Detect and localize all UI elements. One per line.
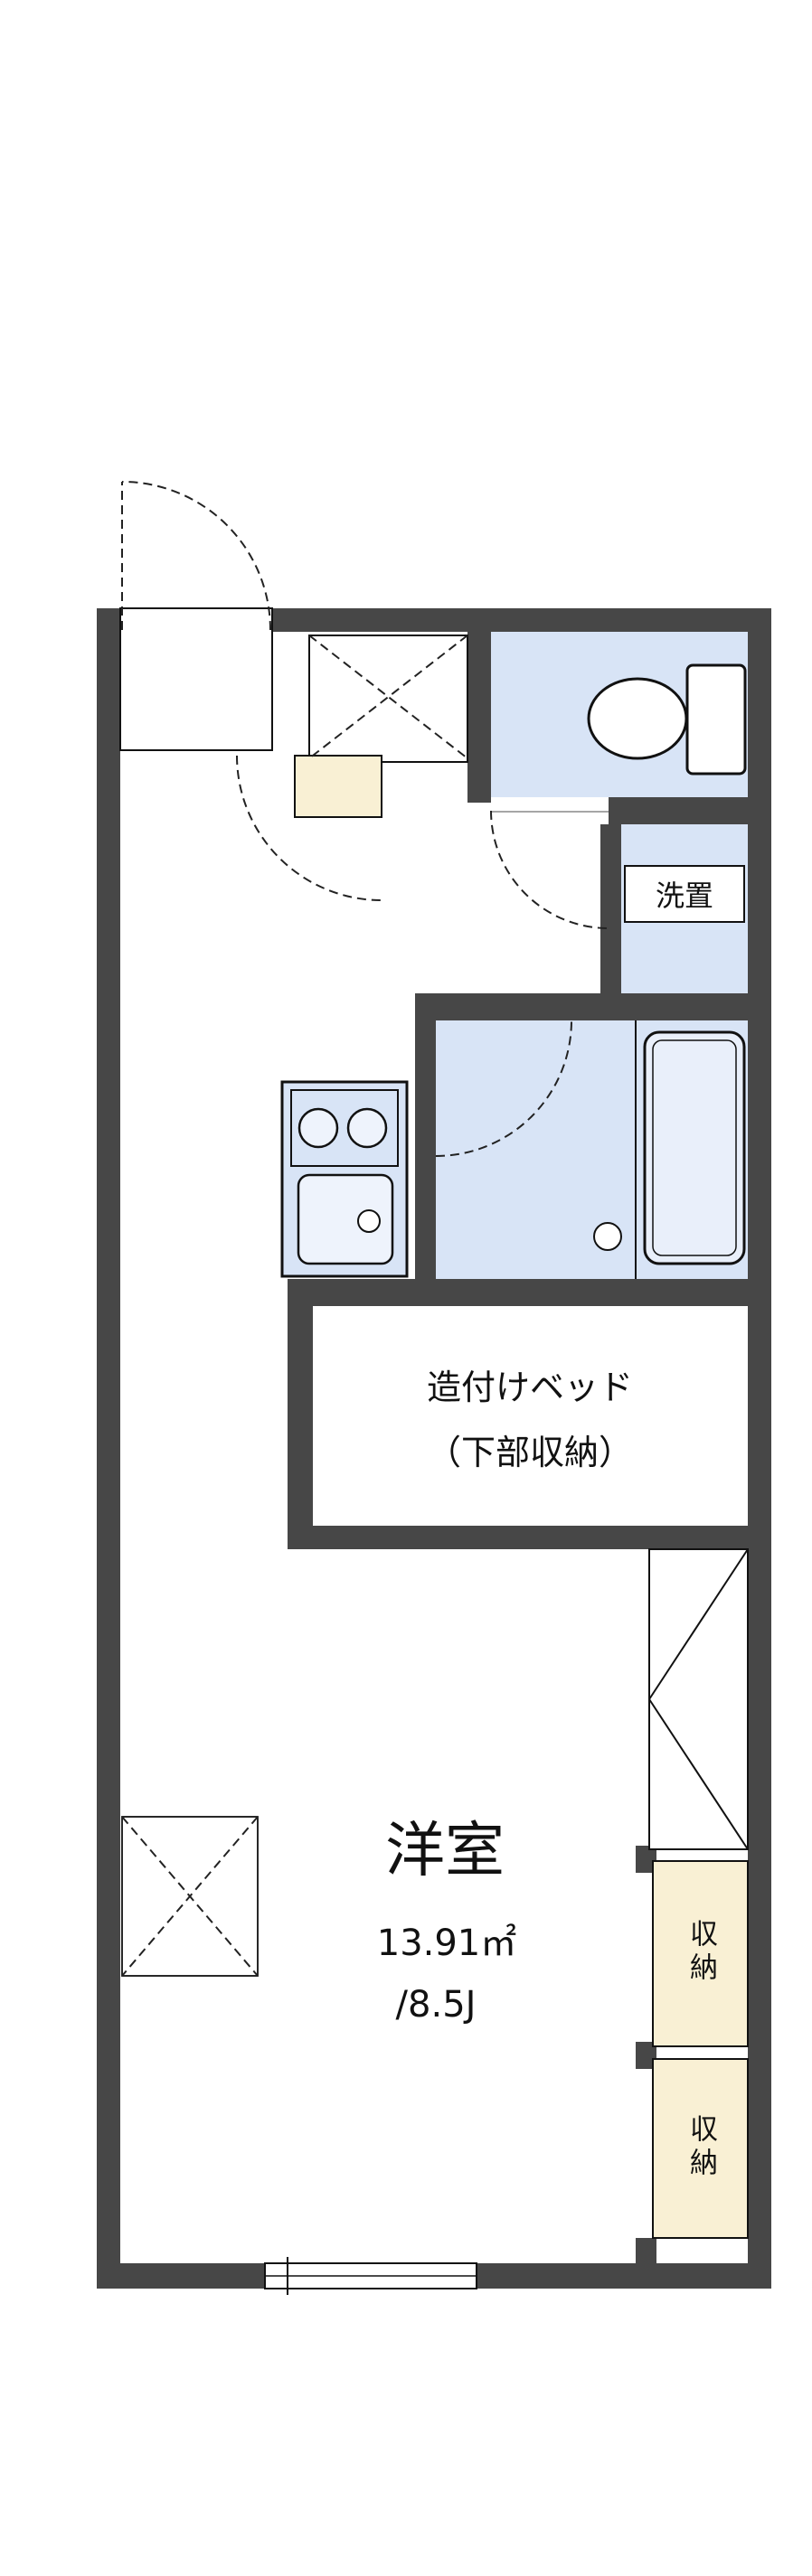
stove-top	[290, 1089, 399, 1167]
bed-label-line2: （下部収納）	[426, 1433, 634, 1473]
fixtures	[280, 663, 747, 1279]
wall-bath-left	[415, 993, 436, 1284]
side-unit-diagonal-top	[648, 1548, 749, 1700]
bathtub-inner	[652, 1039, 737, 1256]
outer-wall-bottom-left	[97, 2263, 265, 2289]
window-counter-diag-2	[121, 1816, 259, 1977]
storage-upper-label: 収納	[685, 1919, 718, 1986]
stove-burner-left	[297, 1107, 339, 1149]
wall-bed-bottom	[313, 1526, 749, 1549]
entrance-area	[119, 607, 273, 751]
wall-closet-toilet	[467, 632, 491, 803]
outer-wall-right	[748, 608, 771, 2289]
closet-door-arc	[236, 755, 382, 901]
room-area-jo-label: /8.5J	[395, 1984, 477, 2026]
kitchen-sink	[297, 1173, 394, 1265]
storage-lower-label: 収納	[685, 2114, 718, 2181]
entrance-closet-diag-2	[308, 635, 468, 759]
wall-washer-left	[600, 824, 621, 996]
wall-stub-storage-bottom	[636, 2238, 656, 2263]
bed-label-line1: 造付けベッド	[426, 1368, 634, 1408]
washer-space-label-box: 洗置	[624, 865, 745, 923]
shoe-cabinet	[294, 755, 382, 818]
sink-faucet	[357, 1209, 381, 1233]
wall-bed-left	[288, 1279, 313, 1549]
wall-stub-storage-top	[636, 1846, 656, 1873]
wall-toilet-bottom	[609, 797, 748, 824]
toilet-tank	[685, 663, 747, 776]
wall-bath-top	[415, 993, 748, 1020]
toilet-door-arc	[490, 810, 609, 929]
wall-bed-top	[288, 1279, 749, 1306]
bath-door-arc	[435, 1020, 572, 1157]
entrance-closet-diag-1	[308, 635, 468, 759]
toilet-bowl	[587, 677, 688, 760]
walls	[97, 608, 771, 2289]
bathtub	[643, 1030, 746, 1265]
storage-upper-box	[652, 1860, 749, 2047]
outer-wall-bottom-right	[477, 2263, 771, 2289]
outer-wall-top	[272, 608, 771, 632]
side-unit-diagonal-bottom	[648, 1698, 749, 1850]
room-name-label: 洋室	[385, 1815, 505, 1885]
entrance-door-arc	[121, 481, 271, 631]
dashed-symbols	[121, 481, 609, 1977]
side-unit-panel	[648, 1548, 749, 1850]
washer-space-label: 洗置	[655, 879, 713, 913]
stove-burner-right	[346, 1107, 388, 1149]
storage-lower-box	[652, 2058, 749, 2239]
storage-units	[294, 755, 749, 2239]
outer-wall-left	[97, 608, 120, 2289]
room-area-sqm-label: 13.91㎡	[376, 1923, 517, 1964]
bath-drain	[593, 1222, 622, 1251]
wall-stub-storage-mid	[636, 2042, 656, 2069]
